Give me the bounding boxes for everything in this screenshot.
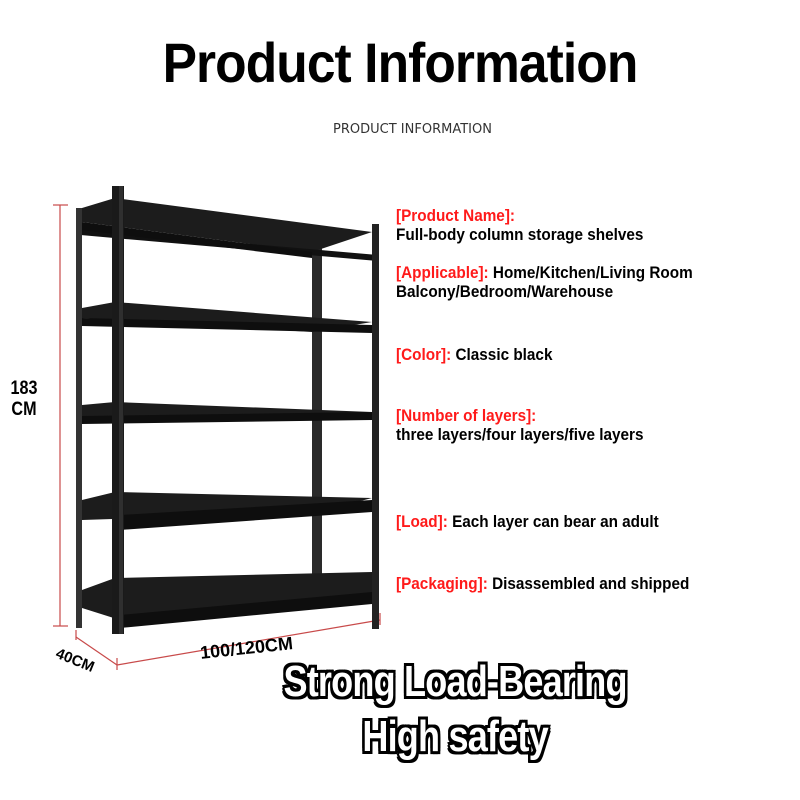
page-subtitle: PRODUCT INFORMATION <box>333 122 492 137</box>
spec-value: Full-body column storage shelves <box>396 225 644 244</box>
spec-packaging: [Packaging]: Disassembled and shipped <box>396 574 689 593</box>
spec-value: Disassembled and shipped <box>487 574 690 593</box>
height-label: 183 CM <box>5 378 42 420</box>
spec-label: [Color]: <box>396 345 452 364</box>
spec-load: [Load]: Each layer can bear an adult <box>396 512 659 531</box>
spec-value: Each layer can bear an adult <box>447 512 659 531</box>
spec-value-line2: Balcony/Bedroom/Warehouse <box>396 282 614 301</box>
slogan-text: High safety <box>362 712 548 761</box>
spec-value: Home/Kitchen/Living Room <box>488 263 693 282</box>
spec-applicable: [Applicable]: Home/Kitchen/Living Room B… <box>396 263 693 301</box>
spec-color: [Color]: Classic black <box>396 345 552 364</box>
slogan-text: Strong Load-Bearing <box>283 657 627 706</box>
spec-label: [Number of layers]: <box>396 406 537 425</box>
width-dimension-line <box>75 613 381 670</box>
spec-label: [Product Name]: <box>396 206 516 225</box>
spec-value: three layers/four layers/five layers <box>396 425 644 444</box>
spec-number-of-layers: [Number of layers]: three layers/four la… <box>396 406 644 444</box>
page-title: Product Information <box>162 31 639 94</box>
slogan-line-2: High safety <box>0 712 800 762</box>
storage-shelf-icon <box>53 186 381 670</box>
spec-value: Classic black <box>451 345 553 364</box>
spec-product-name: [Product Name]: Full-body column storage… <box>396 206 643 244</box>
slogan-line-1: Strong Load-Bearing <box>0 657 800 707</box>
spec-label: [Applicable]: <box>396 263 489 282</box>
height-dimension-line <box>53 204 68 627</box>
spec-label: [Packaging]: <box>396 574 488 593</box>
spec-label: [Load]: <box>396 512 448 531</box>
height-value: 183 <box>10 378 38 399</box>
height-unit: CM <box>11 399 37 420</box>
